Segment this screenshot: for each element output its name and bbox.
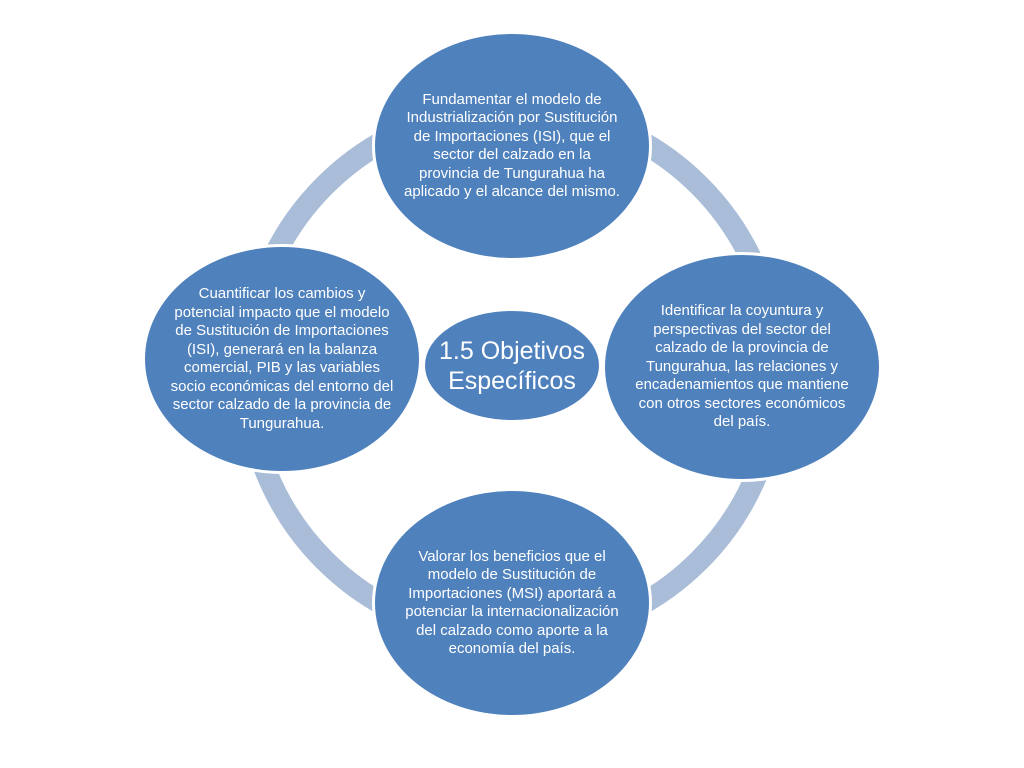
objective-top-node: Fundamentar el modelo de Industrializaci… [372, 31, 652, 261]
objective-right-text: Identificar la coyuntura y perspectivas … [635, 302, 849, 431]
objective-left-text: Cuantificar los cambios y potencial impa… [170, 285, 394, 432]
objective-bottom-text: Valorar los beneficios que el modelo de … [405, 547, 619, 658]
objective-top-text: Fundamentar el modelo de Industrializaci… [404, 90, 620, 201]
center-title-text: 1.5 Objetivos Específicos [439, 336, 585, 395]
objective-right-node: Identificar la coyuntura y perspectivas … [602, 252, 882, 482]
objective-left-node: Cuantificar los cambios y potencial impa… [142, 244, 422, 474]
objective-bottom-node: Valorar los beneficios que el modelo de … [372, 488, 652, 718]
center-title-node: 1.5 Objetivos Específicos [422, 308, 602, 423]
